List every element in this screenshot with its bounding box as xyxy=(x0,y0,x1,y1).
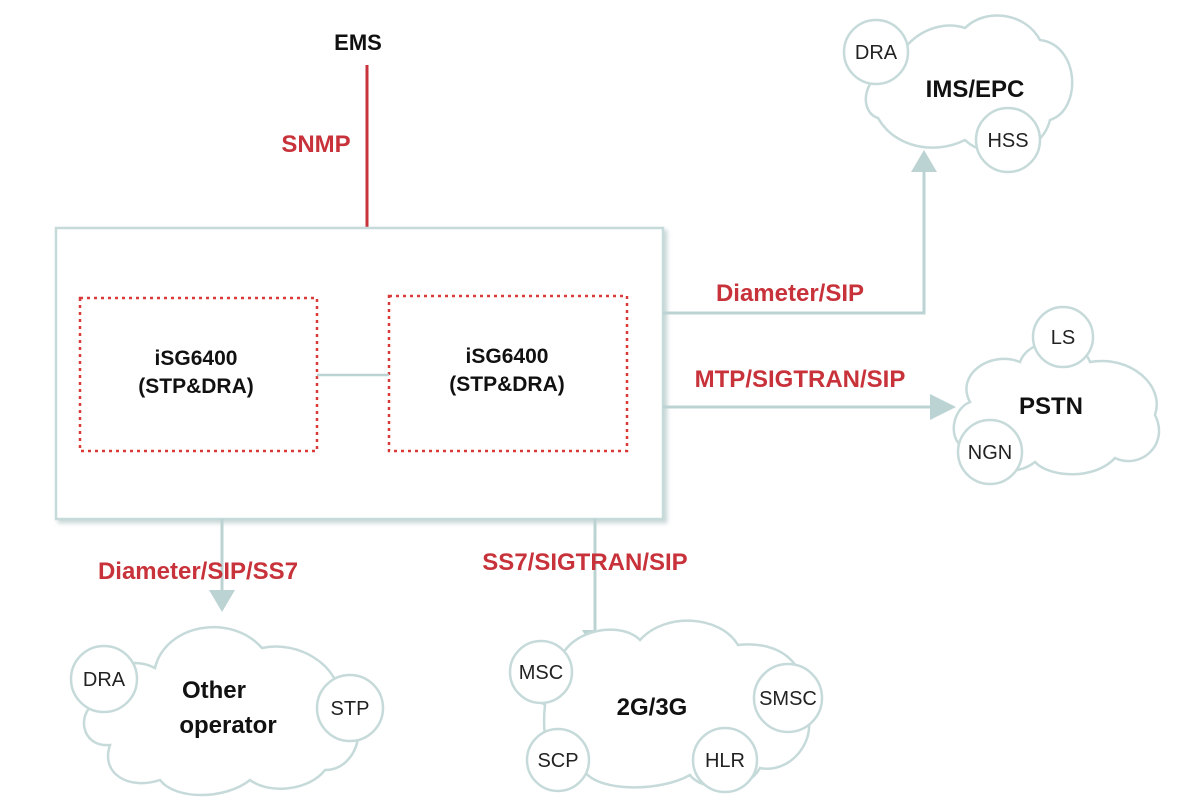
other-operator-title-line2: operator xyxy=(179,712,276,739)
other-operator-title-line1: Other xyxy=(182,677,246,704)
other-operator-cloud: DRA STP Other operator xyxy=(69,625,385,797)
mobile-title: 2G/3G xyxy=(617,694,688,721)
mobile-protocol-label: SS7/SIGTRAN/SIP xyxy=(482,549,687,576)
ims-dra-node xyxy=(842,18,910,86)
other-stp-label: STP xyxy=(331,698,370,720)
mobile-msc-node xyxy=(508,639,574,705)
snmp-label: SNMP xyxy=(281,131,350,158)
other-operator-arrowhead xyxy=(209,590,235,612)
right-unit-role: (STP&DRA) xyxy=(449,373,565,396)
mobile-smsc-node xyxy=(752,662,824,734)
pstn-arrowhead xyxy=(930,394,956,420)
ems-label: EMS xyxy=(334,30,382,55)
mobile-smsc-label: SMSC xyxy=(759,688,817,710)
ims-dra-label: DRA xyxy=(855,42,898,64)
pstn-ngn-label: NGN xyxy=(968,442,1012,464)
ims-epc-title: IMS/EPC xyxy=(926,76,1025,103)
other-stp-node xyxy=(315,673,385,743)
other-operator-protocol-label: Diameter/SIP/SS7 xyxy=(98,558,298,585)
pstn-cloud: LS NGN PSTN xyxy=(952,305,1161,486)
mobile-hlr-label: HLR xyxy=(705,750,745,772)
pstn-ngn-node xyxy=(956,418,1024,486)
ims-epc-protocol-label: Diameter/SIP xyxy=(716,280,864,307)
main-system-box xyxy=(54,226,665,521)
pstn-title: PSTN xyxy=(1019,393,1083,420)
mobile-scp-label: SCP xyxy=(537,750,578,772)
ims-hss-node xyxy=(974,106,1042,174)
mobile-cloud: MSC SMSC SCP HLR 2G/3G xyxy=(508,619,824,794)
other-dra-label: DRA xyxy=(83,669,126,691)
isg6400-unit-right xyxy=(387,294,629,453)
mobile-msc-label: MSC xyxy=(519,662,563,684)
mobile-scp-node xyxy=(525,727,591,793)
ims-hss-label: HSS xyxy=(987,130,1028,152)
pstn-ls-label: LS xyxy=(1051,327,1075,349)
other-dra-node xyxy=(69,644,139,714)
ims-epc-link-line xyxy=(663,170,926,315)
pstn-ls-node xyxy=(1031,305,1095,369)
mobile-hlr-node xyxy=(691,726,759,794)
left-unit-role: (STP&DRA) xyxy=(138,375,254,398)
pstn-protocol-label: MTP/SIGTRAN/SIP xyxy=(695,366,906,393)
left-unit-name: iSG6400 xyxy=(155,347,238,370)
right-unit-name: iSG6400 xyxy=(466,345,549,368)
ims-epc-cloud: DRA HSS IMS/EPC xyxy=(842,14,1074,174)
ims-epc-arrowhead xyxy=(911,150,937,172)
